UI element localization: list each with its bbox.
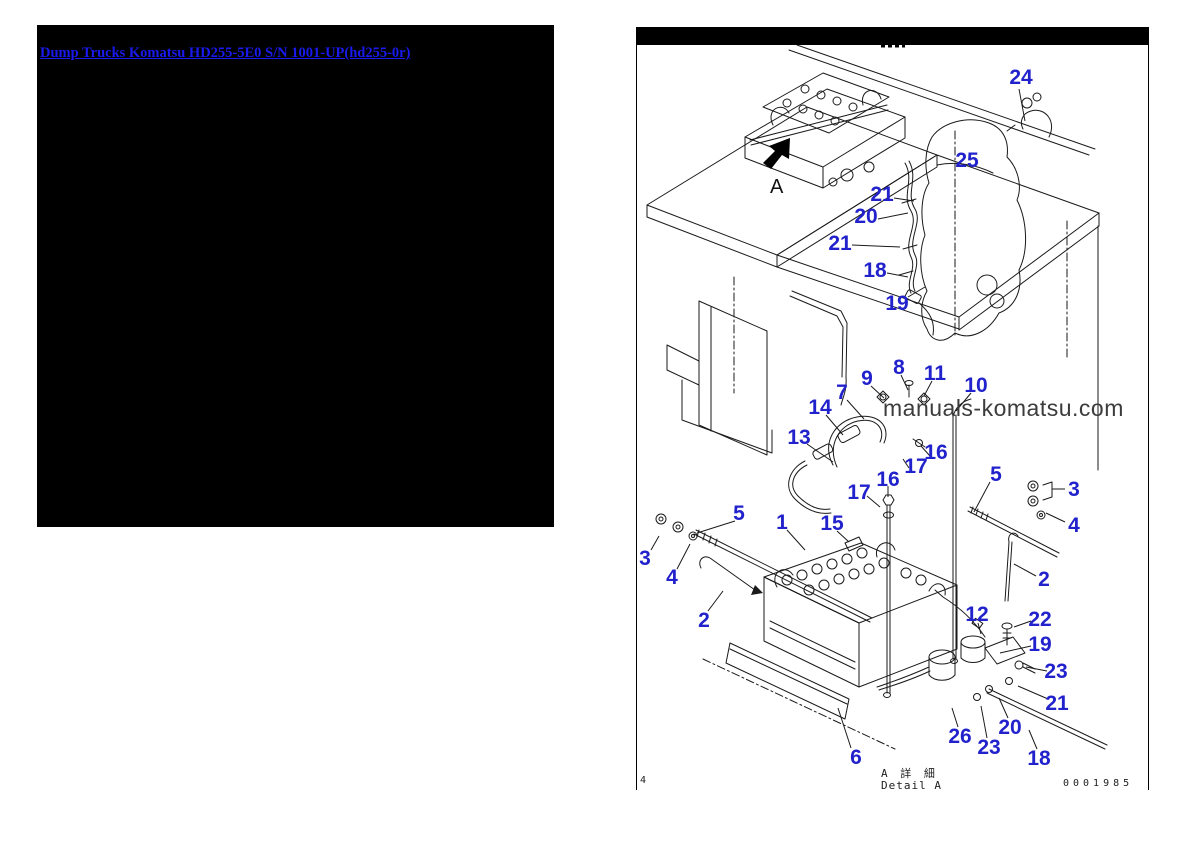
callout-number: 18 — [1027, 747, 1051, 770]
view-label-a: A — [770, 176, 784, 198]
callout-leader-line — [707, 590, 724, 612]
callout-leader-line — [893, 197, 915, 202]
callout-leader-line — [836, 530, 850, 543]
callout-leader-line — [998, 697, 1009, 719]
callout-number: 21 — [1045, 692, 1069, 715]
callout-leader-line — [1045, 512, 1066, 523]
callout-number: 11 — [924, 362, 947, 385]
callout-leader-line — [907, 286, 926, 298]
catalog-breadcrumb-link[interactable]: Dump Trucks Komatsu HD255-5E0 S/N 1001-U… — [40, 45, 411, 61]
callout-number: 7 — [836, 381, 848, 404]
callout-leader-line — [923, 380, 933, 397]
callout-leader-line — [786, 529, 806, 551]
callout-number: 4 — [666, 566, 678, 589]
callout-leader-line — [1013, 563, 1037, 577]
callout-leader-line — [951, 707, 959, 728]
callout-number: 10 — [964, 374, 987, 397]
callout-number: 20 — [854, 205, 877, 228]
callout-number: 21 — [828, 232, 852, 255]
callout-number: 16 — [924, 441, 947, 464]
callout-leader-line — [920, 445, 931, 457]
callout-number: 19 — [1028, 633, 1051, 656]
callout-number: 17 — [847, 481, 870, 504]
callout-number: 23 — [977, 736, 1000, 759]
callout-leader-line — [900, 374, 909, 391]
diagram-artwork — [646, 45, 1108, 750]
callout-number: 5 — [733, 502, 745, 525]
callout-number: 23 — [1044, 660, 1067, 683]
callout-number: 20 — [998, 716, 1021, 739]
callout-number: 6 — [850, 746, 862, 769]
parts-diagram-drawing: A 24252120211819981110714131617161753451… — [639, 45, 1108, 770]
callout-leader-line — [650, 535, 660, 551]
callout-number: 18 — [863, 259, 887, 282]
callout-leader-line — [846, 399, 865, 420]
callout-number: 17 — [904, 455, 927, 478]
callout-number: 19 — [885, 292, 908, 315]
left-hero-block — [37, 25, 554, 527]
callout-number: 16 — [876, 468, 899, 491]
callout-leader-line — [977, 622, 982, 635]
callout-number: 22 — [1028, 608, 1051, 631]
callout-leader-line — [877, 212, 909, 220]
callout-number: 3 — [639, 547, 651, 570]
detail-label-jp: A 詳 細 — [881, 767, 938, 780]
callout-number: 12 — [965, 603, 988, 626]
callout-number: 9 — [861, 367, 873, 390]
callout-leader-line — [676, 543, 691, 570]
callout-leader-line — [973, 481, 991, 513]
callout-number: 13 — [787, 426, 810, 449]
callout-leader-line — [980, 705, 988, 739]
callout-leader-line — [886, 272, 909, 278]
callout-number: 2 — [698, 609, 710, 632]
callout-number: 15 — [820, 512, 844, 535]
callout-number: 25 — [955, 149, 979, 172]
callout-number: 8 — [893, 356, 905, 379]
callout-leader-line — [806, 443, 834, 463]
detail-label-en: Detail A — [881, 779, 942, 792]
callout-leader-line — [696, 520, 736, 534]
callout-leader-line — [1018, 88, 1026, 122]
callout-number: 2 — [1038, 568, 1050, 591]
callout-number: 1 — [776, 511, 788, 534]
callout-leader-line — [825, 414, 844, 436]
callout-number: 24 — [1009, 66, 1033, 89]
callout-leader-line — [866, 495, 881, 508]
callout-number: 4 — [1068, 514, 1080, 537]
callout-leader-line — [837, 707, 852, 749]
callout-number: 5 — [990, 463, 1002, 486]
callout-leader-line — [870, 385, 885, 399]
sheet-number: 0001985 — [1063, 778, 1134, 789]
callout-number: 3 — [1068, 478, 1080, 501]
callout-leader-line — [851, 244, 901, 248]
panel-top-bar — [636, 27, 1149, 45]
callout-number: 14 — [808, 396, 832, 419]
callout-number: 26 — [948, 725, 971, 748]
callout-leader-line — [1025, 666, 1048, 672]
callout-leader-line — [1028, 729, 1038, 750]
callout-leader-line — [1017, 685, 1049, 700]
callout-number: 21 — [870, 183, 894, 206]
callout-leader-line — [955, 392, 972, 412]
callout-leader-line — [1013, 620, 1032, 628]
callout-leader-line — [999, 645, 1032, 654]
page-number: 4 — [640, 775, 647, 786]
callout-leader-line — [902, 458, 910, 469]
